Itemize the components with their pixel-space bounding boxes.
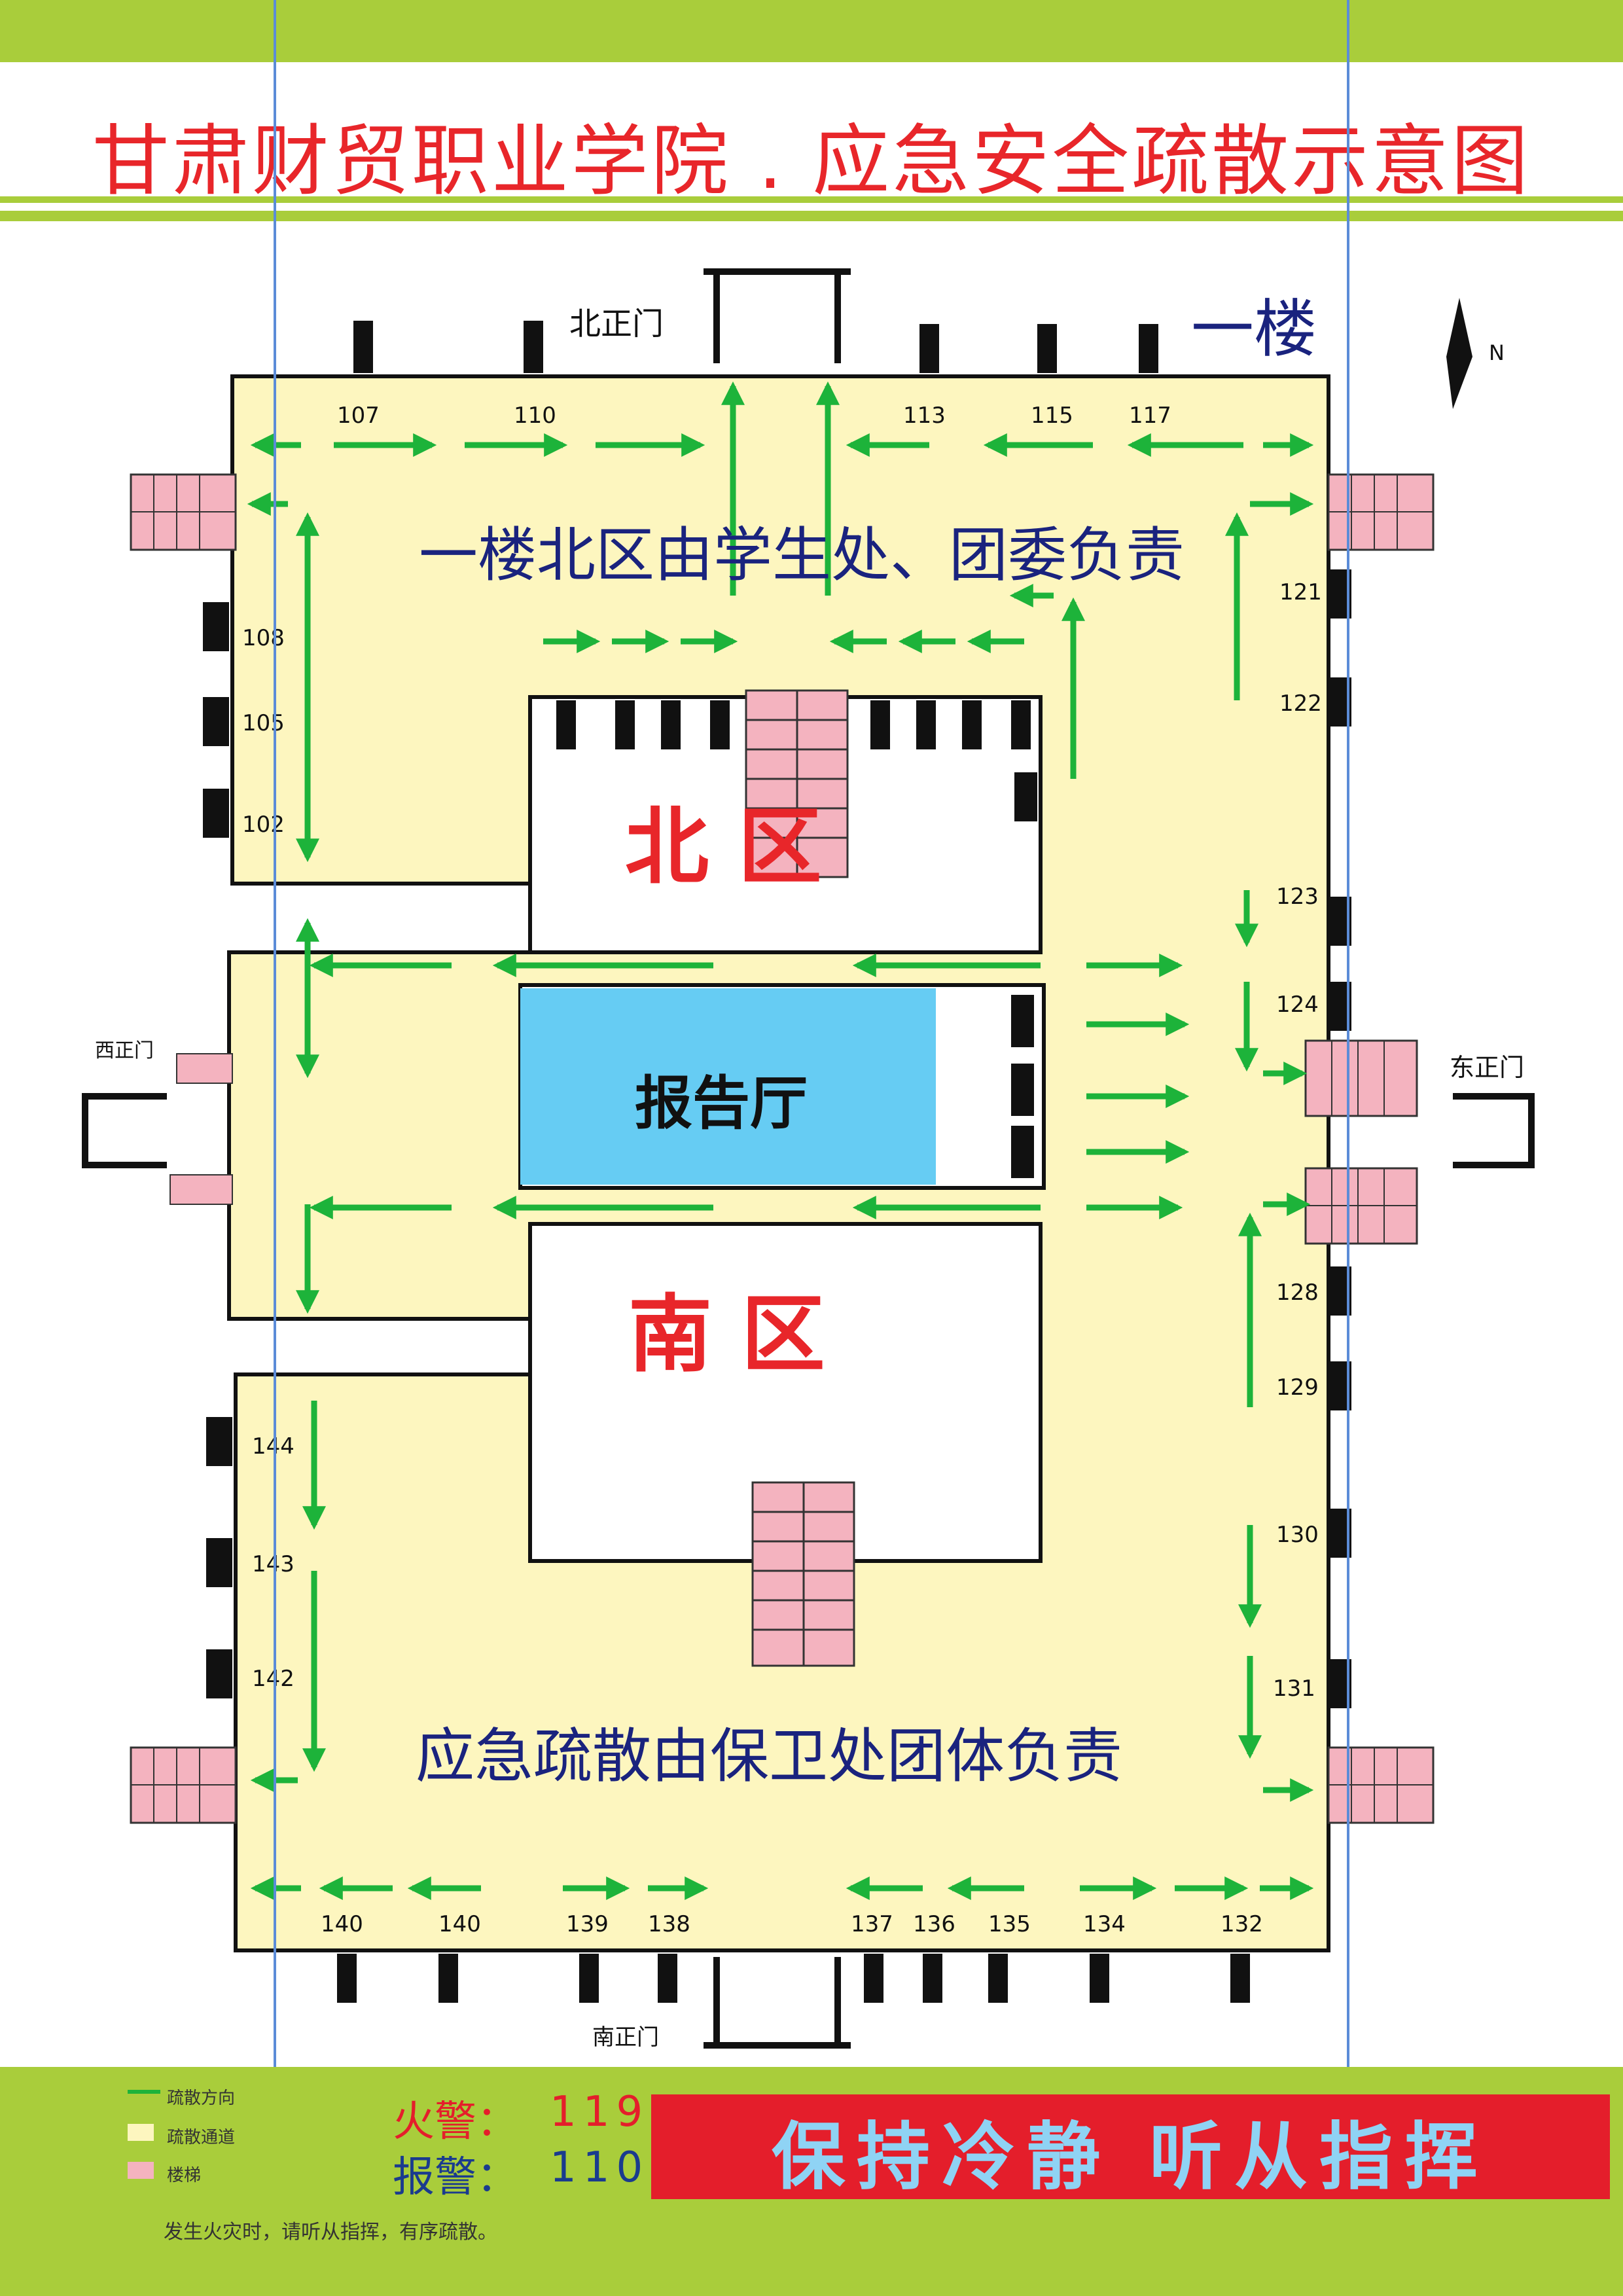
fire-phone-number: 119: [550, 2088, 650, 2136]
west-gate: [82, 1093, 167, 1168]
room-number: 143: [252, 1551, 294, 1577]
room-number: 113: [903, 403, 946, 429]
legend-item: 楼梯: [167, 2166, 202, 2185]
slogan-text: 保持冷静 听从指挥: [772, 2115, 1489, 2200]
room-number: 131: [1273, 1676, 1315, 1702]
page-title: 甘肃财贸职业学院 . 应急安全疏散示意图: [92, 116, 1531, 206]
floor-label: 一楼: [1191, 293, 1317, 366]
room-number: 121: [1279, 579, 1322, 605]
east-gate: [1453, 1093, 1535, 1168]
north-gate: [704, 268, 851, 363]
room-number: 102: [242, 812, 285, 838]
footnote: 发生火灾时，请听从指挥，有序疏散。: [164, 2221, 497, 2244]
north-gate-label: 北正门: [569, 306, 664, 342]
room-number: 115: [1031, 403, 1073, 429]
north-compass-icon: [1446, 298, 1472, 409]
report-hall-fill: [520, 988, 936, 1185]
legend-item: 疏散方向: [167, 2089, 236, 2108]
south-gate: [704, 1957, 851, 2049]
room-number: 105: [242, 710, 285, 736]
evacuation-arrows: [247, 381, 1314, 1900]
north-indicator: N: [1489, 340, 1505, 365]
room-number: 142: [252, 1666, 294, 1692]
fire-phone-label: 火警：: [393, 2098, 518, 2146]
guide-line-right: [1347, 0, 1349, 2296]
room-number: 140: [438, 1911, 481, 1937]
legend-item: 疏散通道: [167, 2128, 236, 2147]
room-number: 108: [242, 625, 285, 651]
south-zone-label: 南 区: [628, 1285, 825, 1384]
title-rule-thick: [0, 211, 1623, 221]
south-gate-label: 南正门: [592, 2024, 659, 2051]
room-number: 136: [913, 1911, 955, 1937]
room-number: 128: [1276, 1280, 1319, 1306]
room-number: 140: [321, 1911, 363, 1937]
title-rule-thin: [0, 196, 1623, 203]
slogan-bar: [651, 2094, 1610, 2199]
room-number: 139: [566, 1911, 609, 1937]
room-number: 138: [648, 1911, 690, 1937]
room-number: 132: [1221, 1911, 1263, 1937]
room-number: 124: [1276, 992, 1319, 1018]
stairs-sw: [130, 1746, 237, 1824]
police-phone-number: 110: [550, 2144, 650, 2192]
legend-arrow-swatch: [128, 2090, 160, 2094]
legend-corridor-swatch: [128, 2124, 154, 2141]
stairs-nw: [130, 473, 237, 551]
stairs-se: [1327, 1746, 1435, 1824]
room-number: 134: [1083, 1911, 1126, 1937]
stairs-east-upper: [1304, 1039, 1418, 1117]
police-phone-label: 报警：: [393, 2153, 518, 2202]
stairs-west-small: [169, 1053, 233, 1205]
top-color-band: [0, 0, 1623, 62]
west-gate-label: 西正门: [95, 1039, 154, 1062]
door-stubs: [203, 321, 1351, 2003]
north-responsibility-text: 一楼北区由学生处、团委负责: [419, 521, 1185, 590]
guide-line-left: [274, 0, 276, 2296]
stairs-ne: [1327, 473, 1435, 551]
south-responsibility-text: 应急疏散由保卫处团体负责: [416, 1722, 1122, 1791]
legend: 疏散方向 疏散通道 楼梯: [128, 2085, 402, 2209]
room-number: 137: [851, 1911, 893, 1937]
south-center-stairs: [751, 1481, 855, 1667]
room-number: 123: [1276, 884, 1319, 910]
room-number: 130: [1276, 1522, 1319, 1548]
room-number: 107: [337, 403, 380, 429]
room-number: 122: [1279, 691, 1322, 717]
room-number: 110: [514, 403, 556, 429]
east-gate-label: 东正门: [1450, 1053, 1525, 1082]
room-number: 129: [1276, 1374, 1319, 1401]
room-number: 144: [252, 1433, 294, 1460]
north-zone-label: 北 区: [625, 798, 822, 896]
room-number: 117: [1129, 403, 1171, 429]
north-center-stairs: [745, 689, 849, 878]
room-number: 135: [988, 1911, 1031, 1937]
legend-stairs-swatch: [128, 2162, 154, 2179]
report-hall-label: 报告厅: [635, 1069, 808, 1137]
stairs-east-lower: [1304, 1167, 1418, 1245]
